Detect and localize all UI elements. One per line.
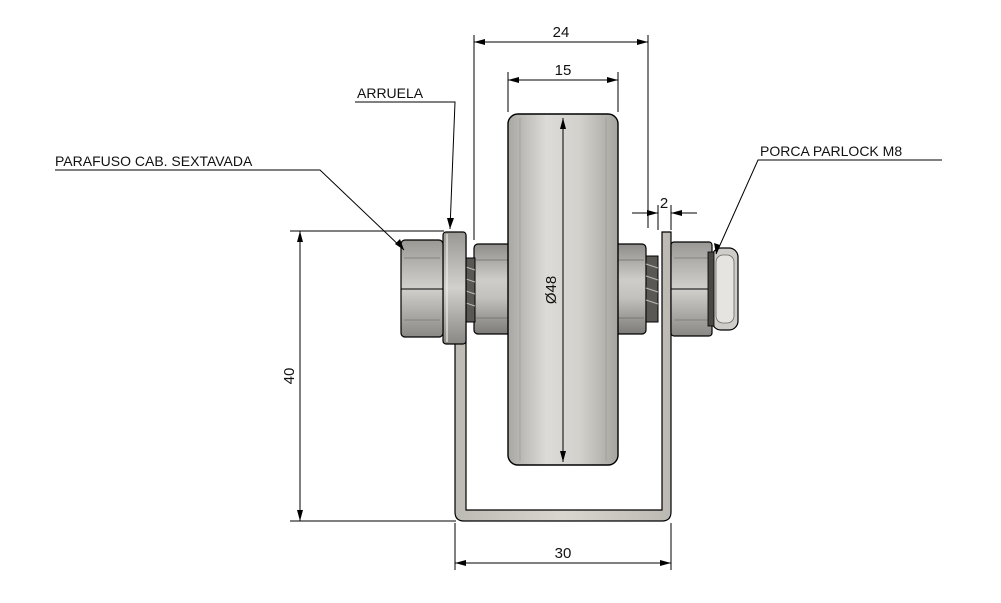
dimension-lines	[55, 35, 942, 570]
dimension-overall-width: 24	[553, 24, 570, 41]
spring-washer-right	[645, 255, 659, 323]
dimension-arrows	[297, 39, 720, 566]
label-nut: PORCA PARLOCK M8	[760, 143, 902, 159]
dimension-bracket-width: 30	[555, 545, 572, 562]
bracket	[454, 231, 672, 522]
dimension-diameter: Ø48	[543, 276, 560, 304]
hex-bolt-head	[400, 239, 444, 338]
dimension-wheel-width: 15	[555, 62, 572, 79]
hex-lock-nut	[670, 241, 739, 337]
dimension-height: 40	[281, 368, 298, 385]
washer	[442, 231, 467, 345]
label-bolt: PARAFUSO CAB. SEXTAVADA	[55, 153, 253, 169]
dimension-gap: 2	[660, 195, 668, 212]
label-washer: ARRUELA	[357, 85, 424, 101]
